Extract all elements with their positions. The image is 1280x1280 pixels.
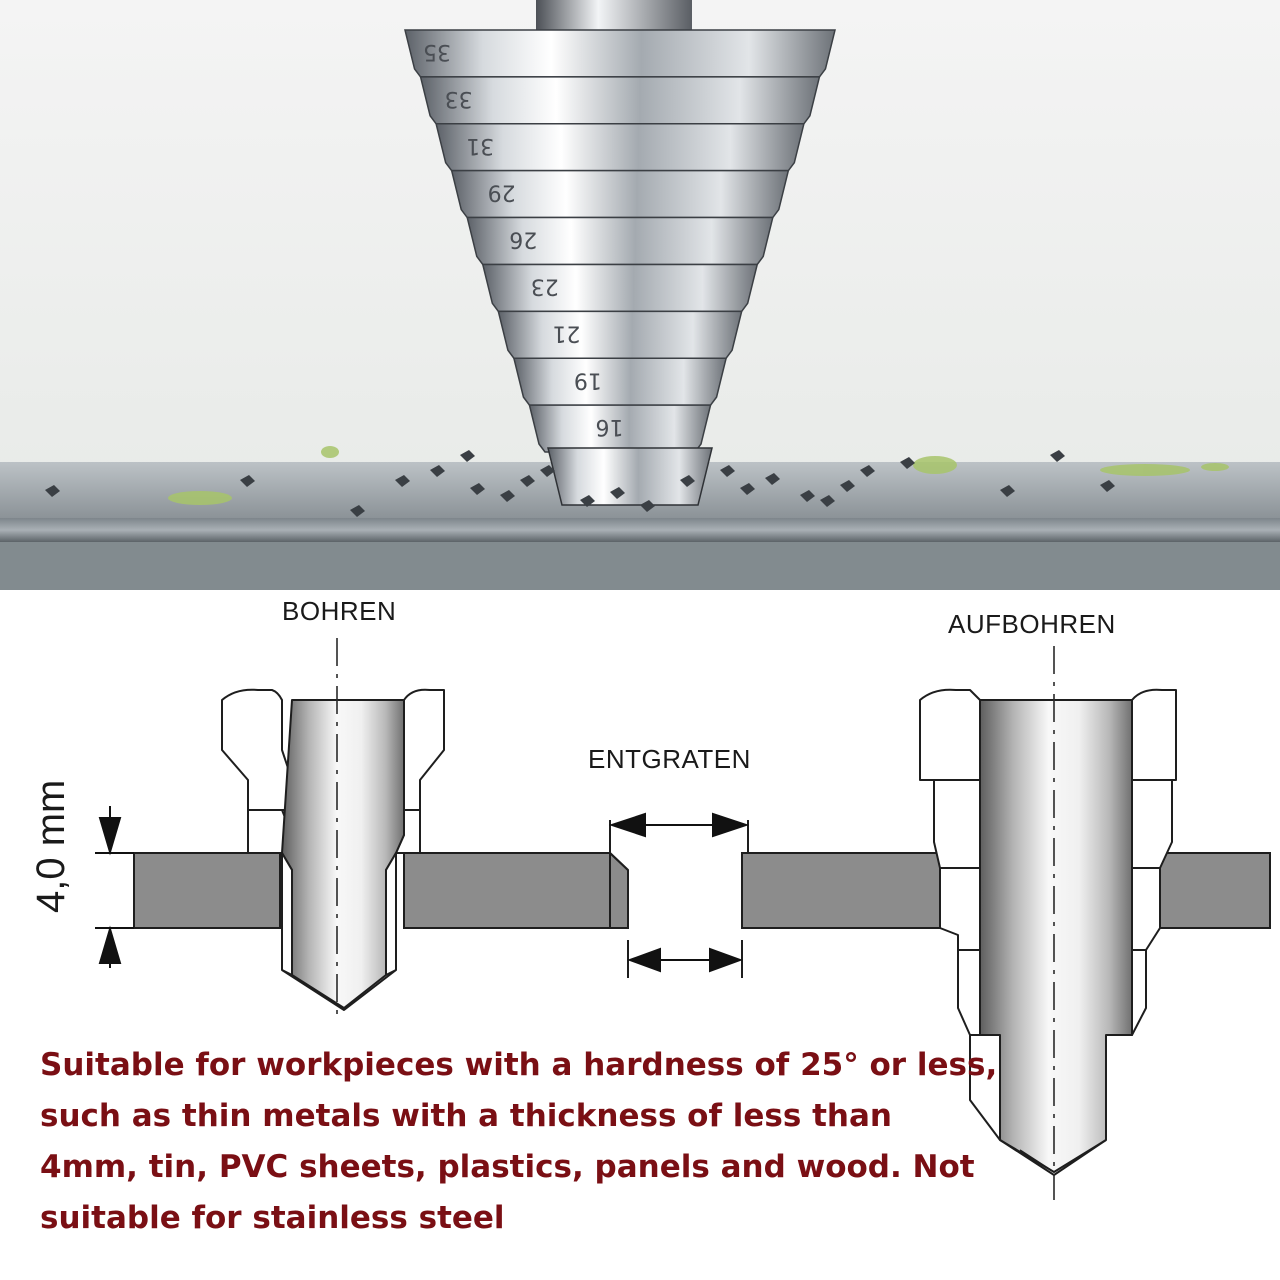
metal-chip bbox=[470, 483, 485, 495]
metal-chip bbox=[740, 483, 755, 495]
drill-step bbox=[404, 29, 836, 78]
drill-step bbox=[512, 357, 728, 406]
metal-chip bbox=[680, 475, 695, 487]
label-aufbohren: AUFBOHREN bbox=[948, 609, 1116, 639]
thickness-label: 4,0 mm bbox=[29, 779, 73, 913]
metal-chip bbox=[900, 457, 915, 469]
metal-chip bbox=[430, 465, 445, 477]
metal-chip bbox=[350, 505, 365, 517]
metal-chip bbox=[500, 490, 515, 502]
metal-chip bbox=[640, 500, 655, 512]
step-marking: 16 bbox=[595, 414, 623, 439]
drill-step bbox=[497, 310, 743, 359]
metal-chip bbox=[1000, 485, 1015, 497]
label-bohren: BOHREN bbox=[282, 596, 397, 626]
drill-step bbox=[419, 76, 821, 125]
entgraten-arrows bbox=[608, 812, 750, 973]
metal-chip bbox=[520, 475, 535, 487]
step-marking: 31 bbox=[466, 133, 494, 158]
metal-chip bbox=[820, 495, 835, 507]
step-marking: 35 bbox=[423, 39, 451, 64]
product-caption: Suitable for workpieces with a hardness … bbox=[40, 1047, 998, 1236]
step-marking: 33 bbox=[445, 86, 473, 111]
metal-plate bbox=[133, 852, 1271, 929]
step-marking: 23 bbox=[531, 274, 559, 299]
metal-chip bbox=[840, 480, 855, 492]
step-marking: 21 bbox=[552, 320, 580, 345]
metal-chip bbox=[460, 450, 475, 462]
metal-chip bbox=[240, 475, 255, 487]
drill-photo: 35 33 31 29 26 23 21 19 16 bbox=[0, 0, 1280, 590]
metal-chip bbox=[610, 487, 625, 499]
metal-chip bbox=[720, 465, 735, 477]
metal-chip bbox=[800, 490, 815, 502]
metal-chip bbox=[860, 465, 875, 477]
step-marking: 19 bbox=[574, 367, 602, 392]
entgraten-hole bbox=[609, 820, 749, 978]
step-marking: 29 bbox=[488, 180, 516, 205]
aufbohren-tool bbox=[919, 688, 1177, 1176]
metal-chip bbox=[540, 465, 555, 477]
step-marking: 26 bbox=[509, 227, 537, 252]
metal-chip bbox=[45, 485, 60, 497]
metal-chip bbox=[1050, 450, 1065, 462]
metal-chip bbox=[580, 495, 595, 507]
thickness-dimension bbox=[95, 806, 134, 968]
drill-step bbox=[481, 263, 759, 313]
bohren-tool bbox=[221, 688, 445, 1011]
metal-chip bbox=[765, 473, 780, 485]
drilling-diagram bbox=[95, 638, 1271, 1200]
metal-chip bbox=[1100, 480, 1115, 492]
metal-chip bbox=[395, 475, 410, 487]
label-entgraten: ENTGRATEN bbox=[588, 744, 751, 774]
